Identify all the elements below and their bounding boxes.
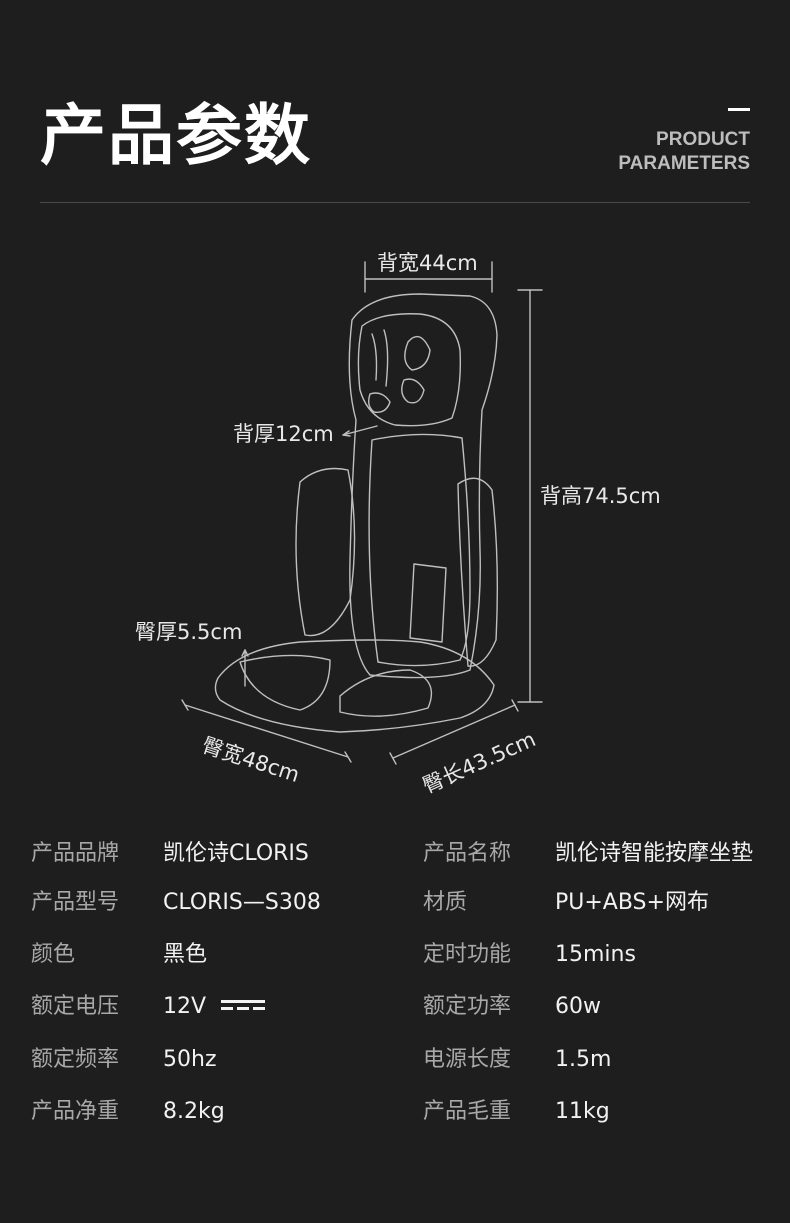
- dc-current-icon: [221, 998, 266, 1012]
- back-height-label: 背高74.5cm: [540, 484, 661, 508]
- spec-key-frequency: 额定频率: [31, 1047, 120, 1072]
- spec-key-brand: 产品品牌: [31, 841, 120, 866]
- product-dimension-diagram: 背宽44cm 背厚12cm 背高74.5cm 臀厚5.5cm 臀宽48cm 臀长…: [0, 230, 790, 820]
- header-divider: [40, 202, 750, 203]
- spec-value-material: PU+ABS+网布: [555, 890, 709, 915]
- spec-key-cable-length: 电源长度: [423, 1047, 512, 1072]
- spec-key-voltage: 额定电压: [31, 994, 120, 1019]
- header-dash: [728, 108, 750, 111]
- spec-value-model: CLORIS—S308: [163, 890, 321, 915]
- spec-value-voltage-row: 12V: [163, 994, 266, 1019]
- spec-key-color: 颜色: [31, 942, 76, 967]
- spec-value-timer: 15mins: [555, 942, 636, 967]
- spec-value-color: 黑色: [163, 942, 208, 967]
- spec-key-material: 材质: [423, 890, 468, 915]
- back-thickness-label: 背厚12cm: [233, 422, 334, 446]
- spec-value-power: 60w: [555, 994, 601, 1019]
- spec-value-voltage: 12V: [163, 994, 207, 1019]
- spec-key-power: 额定功率: [423, 994, 512, 1019]
- seat-thickness-label: 臀厚5.5cm: [135, 620, 243, 644]
- subtitle-line-1: PRODUCT: [656, 129, 750, 150]
- spec-key-net-weight: 产品净重: [31, 1099, 120, 1124]
- spec-value-brand: 凯伦诗CLORIS: [163, 841, 309, 866]
- massage-cushion-illustration: [181, 261, 543, 765]
- spec-value-frequency: 50hz: [163, 1047, 217, 1072]
- spec-value-net-weight: 8.2kg: [163, 1099, 225, 1124]
- spec-value-name: 凯伦诗智能按摩坐垫: [555, 841, 754, 866]
- spec-key-model: 产品型号: [31, 890, 120, 915]
- page-title: 产品参数: [40, 97, 312, 174]
- spec-key-timer: 定时功能: [423, 942, 512, 967]
- spec-value-cable-length: 1.5m: [555, 1047, 612, 1072]
- spec-key-name: 产品名称: [423, 841, 512, 866]
- spec-key-gross-weight: 产品毛重: [423, 1099, 512, 1124]
- back-width-label: 背宽44cm: [377, 251, 478, 275]
- english-subtitle: PRODUCT PARAMETERS: [618, 128, 750, 176]
- subtitle-line-2: PARAMETERS: [618, 153, 750, 174]
- spec-value-gross-weight: 11kg: [555, 1099, 610, 1124]
